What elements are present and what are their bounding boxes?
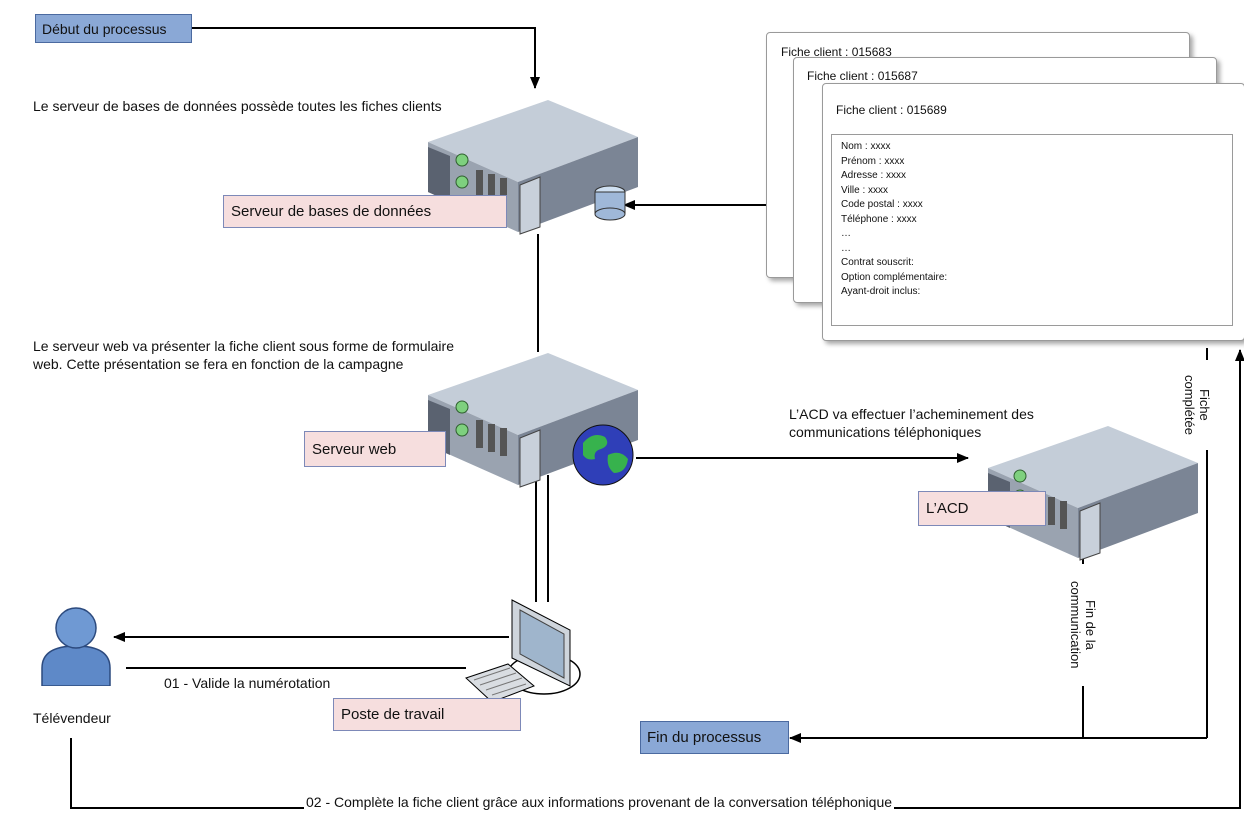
acd-caption-1: L’ACD va effectuer l’acheminement des: [789, 406, 1034, 422]
field-ayant-droit: Ayant-droit inclus:: [841, 286, 921, 297]
workstation-label: Poste de travail: [341, 706, 445, 723]
field-contrat: Contrat souscrit:: [841, 257, 914, 268]
acd-label-box: L’ACD: [918, 491, 1046, 526]
field-nom: Nom : xxxx: [841, 141, 891, 152]
person-label: Télévendeur: [33, 710, 111, 726]
edge-label-complete: 02 - Complète la fiche client grâce aux …: [304, 793, 895, 811]
arrow-start-to-db: [192, 27, 540, 89]
client-card-1-title: Fiche client : 015683: [781, 45, 892, 59]
field-ellipsis-1: …: [841, 228, 851, 239]
client-card-3: Fiche client : 015689 Nom : xxxx Prénom …: [822, 83, 1244, 341]
end-label: Fin du processus: [647, 729, 762, 746]
client-card-2-title: Fiche client : 015687: [807, 69, 918, 83]
start-label: Début du processus: [42, 20, 167, 37]
start-box: Début du processus: [35, 14, 192, 43]
client-card-3-fields: Nom : xxxx Prénom : xxxx Adresse : xxxx …: [832, 135, 1232, 300]
web-server-label: Serveur web: [312, 440, 397, 458]
web-server-caption-2: web. Cette présentation se fera en fonct…: [33, 356, 404, 372]
client-card-3-form: Nom : xxxx Prénom : xxxx Adresse : xxxx …: [831, 134, 1233, 326]
web-server-caption-1: Le serveur web va présenter la fiche cli…: [33, 338, 454, 354]
fin-line-2: communication: [1068, 581, 1083, 669]
client-card-3-title: Fiche client : 015689: [836, 103, 947, 117]
cable-web-to-workstation: [535, 475, 549, 602]
edge-label-fin-communication: Fin de la communication: [1068, 564, 1098, 686]
acd-caption-2: communications téléphoniques: [789, 424, 982, 440]
field-prenom: Prénom : xxxx: [841, 155, 905, 167]
field-adresse: Adresse : xxxx: [841, 170, 907, 181]
field-telephone: Téléphone : xxxx: [841, 213, 917, 225]
web-server-label-box: Serveur web: [304, 431, 446, 467]
acd-server-icon: [988, 426, 1198, 561]
fiche-line-1: Fiche: [1197, 389, 1212, 421]
edge-label-validate: 01 - Valide la numérotation: [164, 675, 331, 691]
db-server-caption: Le serveur de bases de données possède t…: [33, 98, 442, 114]
fin-line-1: Fin de la: [1083, 600, 1098, 650]
workstation-icon: [465, 599, 581, 703]
web-server-icon: [428, 353, 638, 488]
acd-label: L’ACD: [926, 500, 969, 517]
field-ville: Ville : xxxx: [841, 184, 889, 196]
field-option: Option complémentaire:: [841, 271, 948, 283]
field-ellipsis-2: …: [841, 242, 851, 254]
field-code-postal: Code postal : xxxx: [841, 199, 923, 210]
workstation-label-box: Poste de travail: [333, 698, 521, 731]
db-server-label-box: Serveur de bases de données: [223, 195, 507, 228]
db-server-label: Serveur de bases de données: [231, 203, 432, 220]
person-icon: [41, 607, 111, 686]
end-box: Fin du processus: [640, 721, 789, 754]
fiche-line-2: complétée: [1182, 375, 1197, 435]
edge-label-fiche-completee: Fiche complétée: [1182, 360, 1212, 450]
